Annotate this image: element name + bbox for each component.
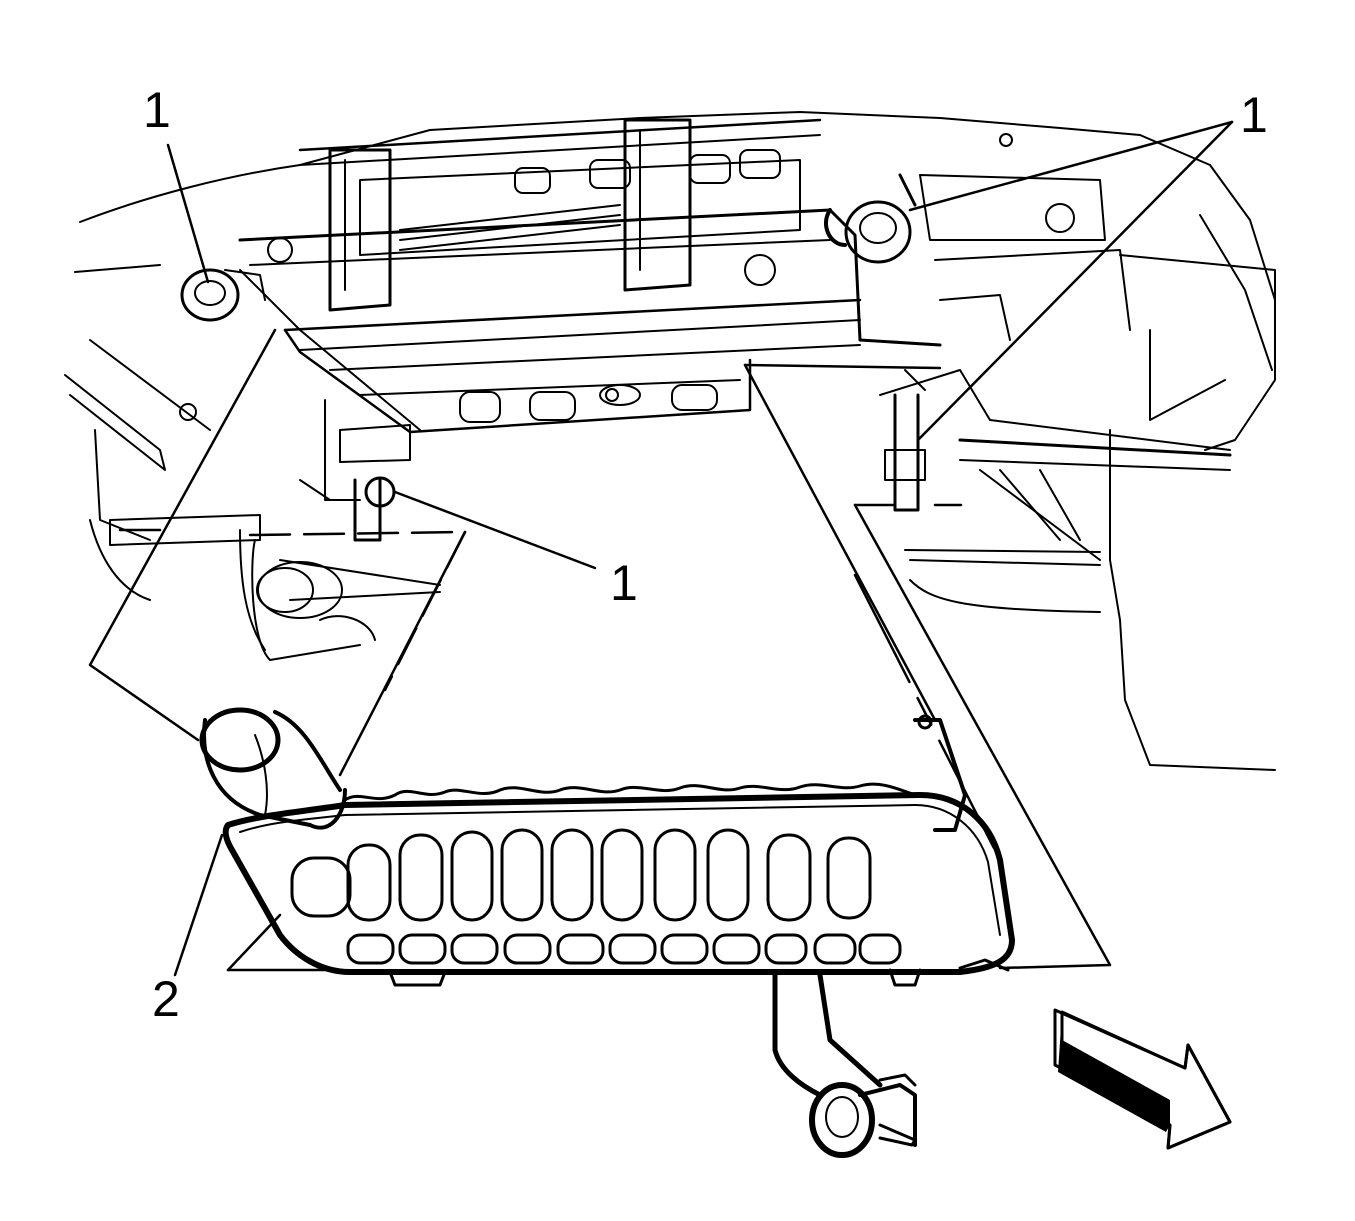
callout-muffler: 2 — [152, 971, 180, 1027]
muffler — [199, 707, 1015, 1158]
callout-fastener-center: 1 — [610, 555, 638, 611]
leader-lines — [166, 120, 1234, 977]
muffler-louvers-lower — [346, 933, 902, 965]
callout-fastener-top-right: 1 — [1240, 87, 1268, 143]
direction-arrow-icon — [1053, 1008, 1232, 1150]
muffler-louvers-upper — [290, 828, 872, 922]
detail-view-frame-right — [226, 363, 1112, 972]
vehicle-underbody — [64, 111, 1276, 771]
muffler-inlet-pipe — [199, 707, 347, 830]
callout-fastener-top-left: 1 — [143, 82, 171, 138]
detail-view-frame-left — [88, 328, 467, 777]
muffler-outlet-pipe — [772, 972, 917, 1158]
